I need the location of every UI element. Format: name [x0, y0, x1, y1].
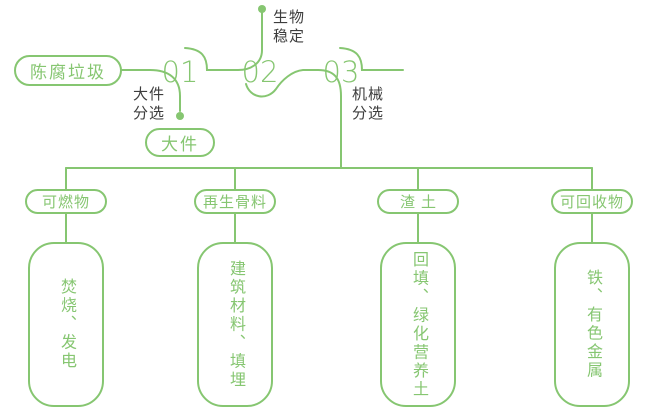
- arc-step3-out: [339, 47, 404, 71]
- category-label: 可燃物: [41, 194, 90, 211]
- line-step2-top-branch: [237, 12, 263, 71]
- result-text: 焚烧、发电: [58, 278, 75, 371]
- category-node-recycled-aggregate: 再生骨料: [194, 189, 276, 214]
- result-box-backfill-soil: 回填、绿化营养土: [380, 242, 456, 407]
- step1-label-bulky-sorting: 大件 分选: [133, 86, 166, 122]
- category-to-result-lines: [65, 213, 593, 243]
- step2-number: 02: [241, 55, 279, 89]
- dot-step1-branch: [176, 112, 184, 120]
- source-label: 陈腐垃圾: [30, 63, 106, 82]
- category-node-combustibles: 可燃物: [25, 189, 107, 214]
- dot-step2-top: [258, 5, 266, 13]
- step2-label-bio-stabilization: 生物 稳定: [273, 9, 306, 45]
- result-text: 建筑材料、填埋: [227, 259, 244, 390]
- bulky-items-node: 大件: [145, 128, 215, 157]
- result-text: 铁、有色金属: [584, 269, 601, 380]
- category-node-recyclables: 可回收物: [551, 189, 633, 214]
- category-label: 可回收物: [559, 194, 624, 211]
- category-label: 再生骨料: [202, 194, 267, 211]
- category-label: 渣土: [399, 194, 442, 211]
- line-step3-down: [317, 69, 342, 169]
- category-node-slag-soil: 渣土: [377, 189, 459, 214]
- result-box-incineration: 焚烧、发电: [28, 242, 104, 407]
- result-box-metals: 铁、有色金属: [554, 242, 630, 407]
- step3-label-mechanical-sorting: 机械 分选: [352, 86, 385, 122]
- arc-step2-to-step3: [245, 69, 319, 98]
- step1-number: 01: [161, 55, 199, 89]
- source-node: 陈腐垃圾: [14, 55, 122, 86]
- step3-number: 03: [322, 55, 360, 89]
- result-box-construction-materials: 建筑材料、填埋: [197, 242, 273, 407]
- arc-step1-to-step2: [184, 47, 239, 71]
- bulky-items-label: 大件: [161, 135, 199, 154]
- line-source-to-step1-branch: [121, 69, 181, 112]
- result-text: 回填、绿化营养土: [410, 250, 427, 399]
- branch-drop-lines: [65, 167, 593, 190]
